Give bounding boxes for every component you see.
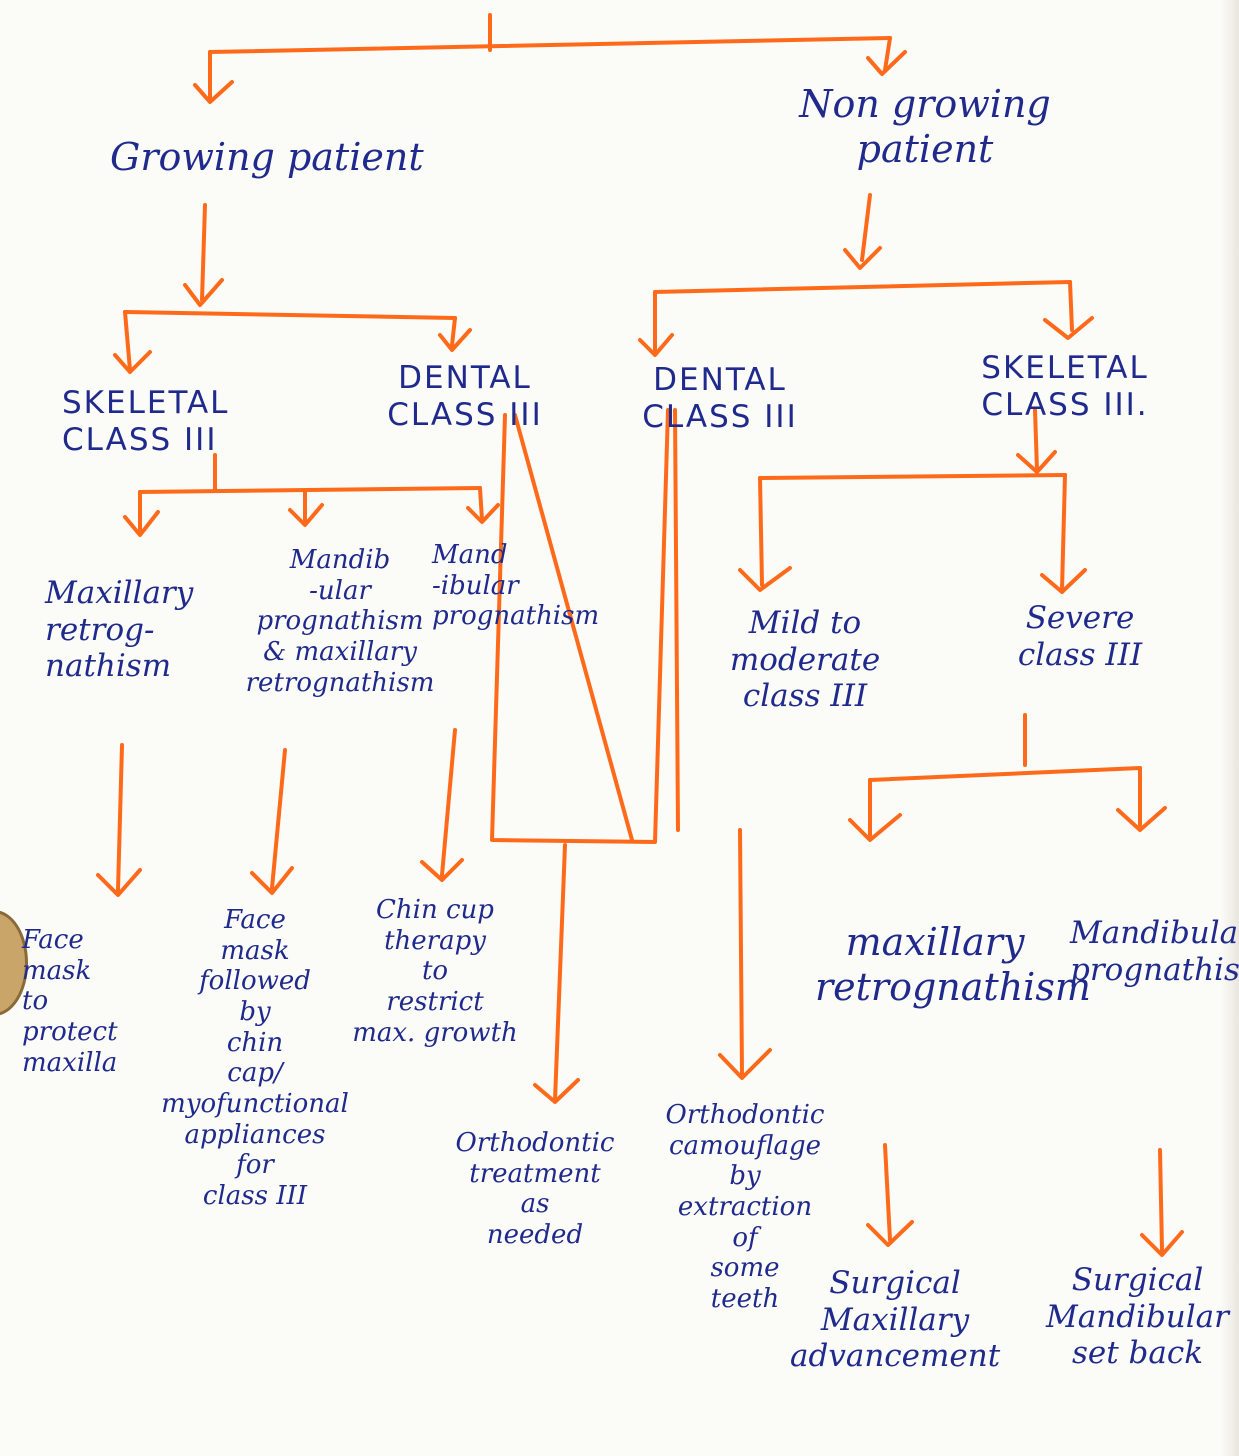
node-growing-dental-class-iii: DENTAL CLASS III (387, 360, 543, 433)
node-mandibular-prognathism-maxillary-retrognathism: Mandib -ular prognathism & maxillary ret… (245, 545, 435, 698)
node-non-growing-patient: Non growing patient (799, 82, 1051, 171)
node-non-growing-skeletal-class-iii: SKELETAL CLASS III. (981, 350, 1149, 423)
node-orthodontic-treatment: Orthodontic treatment as needed (455, 1128, 615, 1251)
node-surgical-mandibular-set-back: Surgical Mandibular set back (1046, 1262, 1229, 1372)
node-severe-class-iii: Severe class III (1017, 600, 1143, 673)
node-maxillary-retrognathism: Maxillary retrog- nathism (45, 575, 194, 685)
node-orthodontic-camouflage: Orthodontic camouflage by extraction of … (665, 1100, 825, 1315)
node-maxillary-retrognathism-severe: maxillary retrognathism (815, 920, 1091, 1009)
node-mandibular-prognathism-severe: Mandibular prognathism (1070, 915, 1239, 988)
node-chin-cup-therapy: Chin cup therapy to restrict max. growth (352, 895, 518, 1048)
node-mild-to-moderate-class-iii: Mild to moderate class III (729, 605, 881, 715)
node-non-growing-dental-class-iii: DENTAL CLASS III (642, 362, 798, 435)
page-edge (1221, 0, 1239, 1456)
node-mandibular-prognathism: Mand -ibular prognathism (432, 540, 600, 632)
root-bar (208, 36, 892, 54)
node-face-mask-chin-cap: Face mask followed by chin cap/ myofunct… (161, 905, 349, 1212)
node-growing-patient: Growing patient (110, 135, 424, 179)
node-growing-skeletal-class-iii: SKELETAL CLASS III (62, 385, 230, 458)
node-face-mask: Face mask to protect maxilla (22, 925, 118, 1078)
node-surgical-maxillary-advancement: Surgical Maxillary advancement (790, 1265, 1001, 1375)
